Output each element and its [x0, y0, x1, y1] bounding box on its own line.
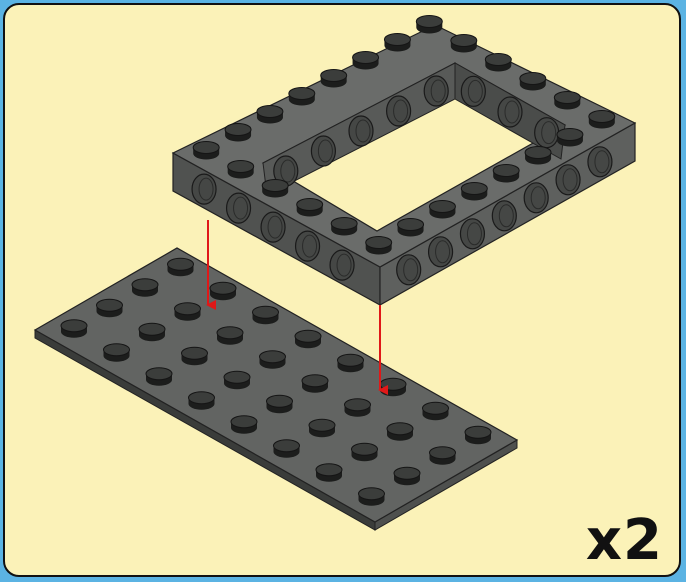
- plate-stud: [345, 399, 371, 417]
- base-plate: [35, 248, 517, 530]
- frame-stud: [262, 180, 288, 198]
- plate-stud: [61, 320, 87, 338]
- plate-stud: [217, 327, 243, 345]
- plate-stud: [260, 351, 286, 369]
- plate-stud: [104, 344, 130, 362]
- frame-stud: [589, 111, 615, 129]
- frame-stud: [289, 88, 315, 106]
- plate-stud: [146, 368, 172, 386]
- plate-stud: [182, 347, 208, 365]
- frame-stud: [451, 35, 477, 53]
- assembly-scene: [5, 5, 681, 577]
- frame-stud: [353, 52, 379, 70]
- plate-stud: [316, 464, 342, 482]
- frame-stud: [416, 16, 442, 34]
- plate-stud: [274, 440, 300, 458]
- plate-stud: [210, 282, 236, 300]
- plate-stud: [139, 323, 165, 341]
- frame-stud: [429, 201, 455, 219]
- frame-stud: [225, 124, 251, 142]
- plate-stud: [97, 299, 123, 317]
- plate-stud: [430, 447, 456, 465]
- frame-stud: [366, 237, 392, 255]
- plate-stud: [175, 303, 201, 321]
- plate-stud: [302, 375, 328, 393]
- frame-stud: [398, 219, 424, 237]
- plate-stud: [132, 279, 158, 297]
- frame-stud: [321, 70, 347, 88]
- frame-stud: [193, 142, 219, 160]
- plate-stud: [224, 371, 250, 389]
- plate-stud: [253, 306, 279, 324]
- plate-stud: [359, 488, 385, 506]
- plate-stud: [387, 423, 413, 441]
- frame-stud: [461, 183, 487, 201]
- plate-stud: [380, 378, 406, 396]
- plate-stud: [267, 395, 293, 413]
- plate-stud: [352, 443, 378, 461]
- frame-stud: [297, 199, 323, 217]
- frame-stud: [485, 54, 511, 72]
- frame-stud: [493, 165, 519, 183]
- plate-stud: [423, 402, 449, 420]
- frame-stud: [257, 106, 283, 124]
- frame-stud: [554, 92, 580, 110]
- instruction-panel: x2: [3, 3, 681, 577]
- plate-stud: [295, 330, 321, 348]
- quantity-multiplier: x2: [586, 513, 663, 569]
- frame-stud: [384, 34, 410, 52]
- frame-stud: [557, 129, 583, 147]
- plate-stud: [168, 258, 194, 276]
- plate-stud: [465, 426, 491, 444]
- frame-stud: [520, 73, 546, 91]
- plate-stud: [189, 392, 215, 410]
- frame-stud: [331, 218, 357, 236]
- frame-stud: [228, 161, 254, 179]
- plate-stud: [231, 416, 257, 434]
- frame-brick: [173, 16, 635, 306]
- plate-stud: [394, 467, 420, 485]
- plate-stud: [309, 419, 335, 437]
- frame-stud: [525, 147, 551, 165]
- plate-stud: [338, 354, 364, 372]
